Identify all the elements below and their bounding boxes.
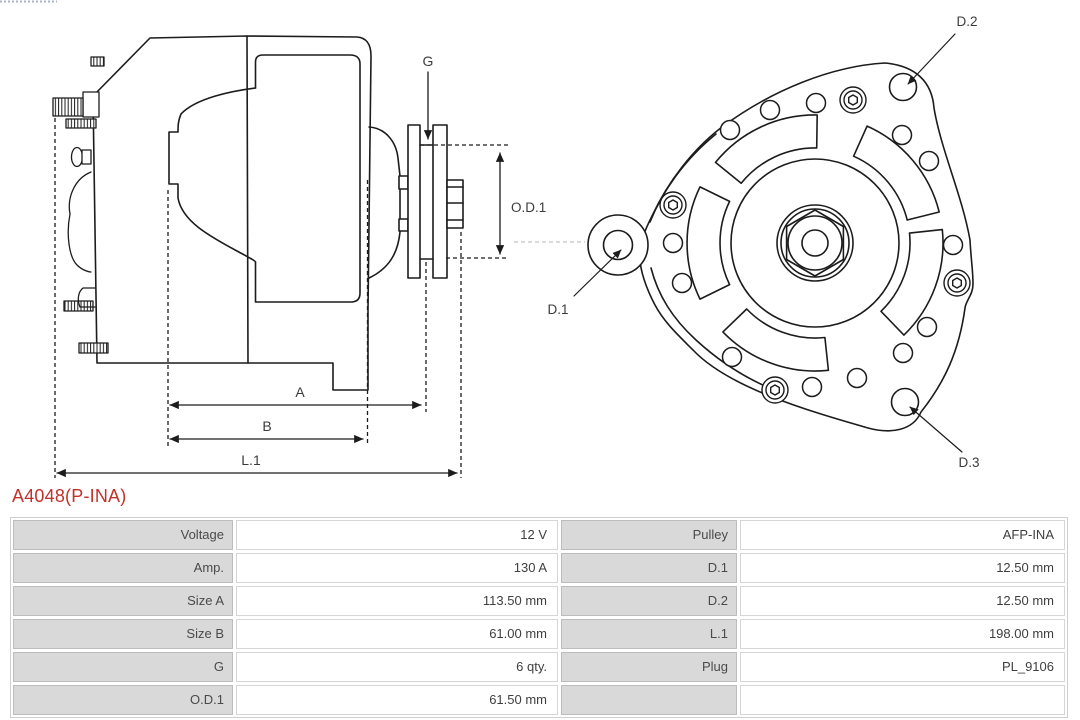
spec-table: Voltage 12 V Pulley AFP-INA Amp. 130 A D… [10,517,1068,718]
threaded-stud [52,97,84,117]
terminal-studs [52,56,109,354]
spec-label [561,685,737,715]
spec-label: D.1 [561,553,737,583]
leader-lines [573,33,963,453]
drive-end-nose [368,126,401,279]
threaded-stud [65,118,97,129]
shaft-end [446,179,464,229]
spec-value: PL_9106 [740,652,1065,682]
part-number: A4048(P-INA) [12,486,127,506]
rim-inner-edge-lower [650,267,766,387]
center-hub [730,158,900,328]
spec-value: 198.00 mm [740,619,1065,649]
mounting-foot [77,287,96,308]
vent-holes [662,92,964,398]
threaded-stud [78,342,109,354]
leader-line-d2 [907,33,956,85]
leader-line-d3 [909,406,963,453]
pulley [407,124,464,279]
spec-value: 12.50 mm [740,553,1065,583]
stud-base [82,91,100,118]
threaded-stud [90,56,105,67]
shaft-step-lower [398,218,409,232]
rim-inner-edge-upper [649,133,717,223]
label-G: G [423,53,434,69]
rotor-profile-curve [168,87,257,263]
leader-line-d1 [573,249,622,297]
label-A: A [295,384,305,400]
spec-label: O.D.1 [13,685,233,715]
spec-label: Size B [13,619,233,649]
spec-label: Pulley [561,520,737,550]
dimension-lines [56,71,505,478]
spec-value: AFP-INA [740,520,1065,550]
stator-window [254,54,361,303]
label-D3: D.3 [958,455,979,470]
shaft-step-upper [398,175,409,190]
extension-lines [54,118,585,478]
alternator-side-view [52,35,585,478]
spec-label: Voltage [13,520,233,550]
label-B: B [262,418,271,434]
spec-value: 61.50 mm [236,685,558,715]
side-view-body-outline [92,35,372,391]
spec-value: 130 A [236,553,558,583]
spec-label: Amp. [13,553,233,583]
spec-label: Plug [561,652,737,682]
label-D1: D.1 [547,302,568,317]
spec-value: 6 qty. [236,652,558,682]
spec-value: 12.50 mm [740,586,1065,616]
alternator-rear-view [573,33,974,453]
pulley-flange-rear [407,124,421,279]
spec-value: 12 V [236,520,558,550]
label-OD1: O.D.1 [511,200,546,215]
label-L1: L.1 [241,452,261,468]
spec-value: 61.00 mm [236,619,558,649]
spec-label: D.2 [561,586,737,616]
housing-divider-line [246,35,249,364]
spec-label: L.1 [561,619,737,649]
spec-value: 113.50 mm [236,586,558,616]
mounting-lug-d1 [587,214,649,276]
through-bolts [659,86,971,404]
hole-d1 [602,229,634,261]
terminal-knob [70,146,84,168]
spec-value [740,685,1065,715]
terminal-knob-base [81,149,92,165]
label-D2: D.2 [956,14,977,29]
hole-d2 [888,72,918,102]
vent-slots [686,114,944,372]
connector-lug [67,171,92,273]
shaft-bore [801,229,829,257]
spec-label: G [13,652,233,682]
pulley-flange-front [432,124,448,279]
spec-label: Size A [13,586,233,616]
technical-drawing: G O.D.1 A B L.1 [0,0,980,478]
